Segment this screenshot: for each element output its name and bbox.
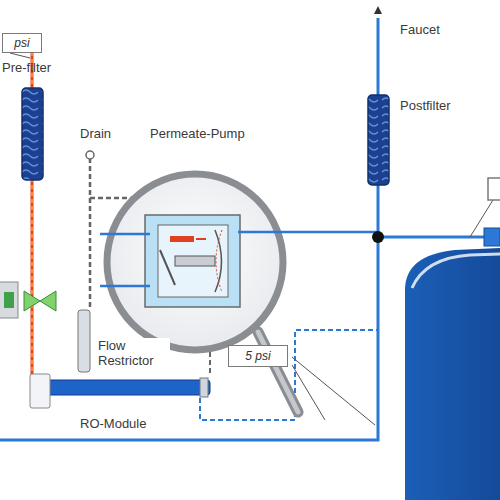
flow-restrictor (78, 310, 90, 372)
pressure-reading: psi (14, 36, 29, 50)
ro-module (30, 374, 210, 408)
magnifier (107, 174, 298, 412)
gauge-box: 5 psi (228, 345, 288, 367)
part-name: Drain (80, 126, 111, 141)
part-name: Pre-filter (2, 60, 51, 75)
pressure-reading: 5 psi (245, 349, 270, 363)
prefilter-cartridge (22, 88, 43, 180)
part-name: Permeate-Pump (150, 126, 245, 141)
part-name: Flow Restrictor (96, 338, 170, 368)
permeate-pump (100, 215, 378, 307)
storage-tank (405, 178, 500, 500)
part-name: Postfilter (400, 98, 451, 113)
gauge-leaders (10, 53, 375, 425)
gauge-box: psi (2, 33, 42, 53)
part-name: RO-Module (78, 416, 148, 431)
part-name: Faucet (400, 22, 440, 37)
valve-unit (0, 282, 56, 318)
